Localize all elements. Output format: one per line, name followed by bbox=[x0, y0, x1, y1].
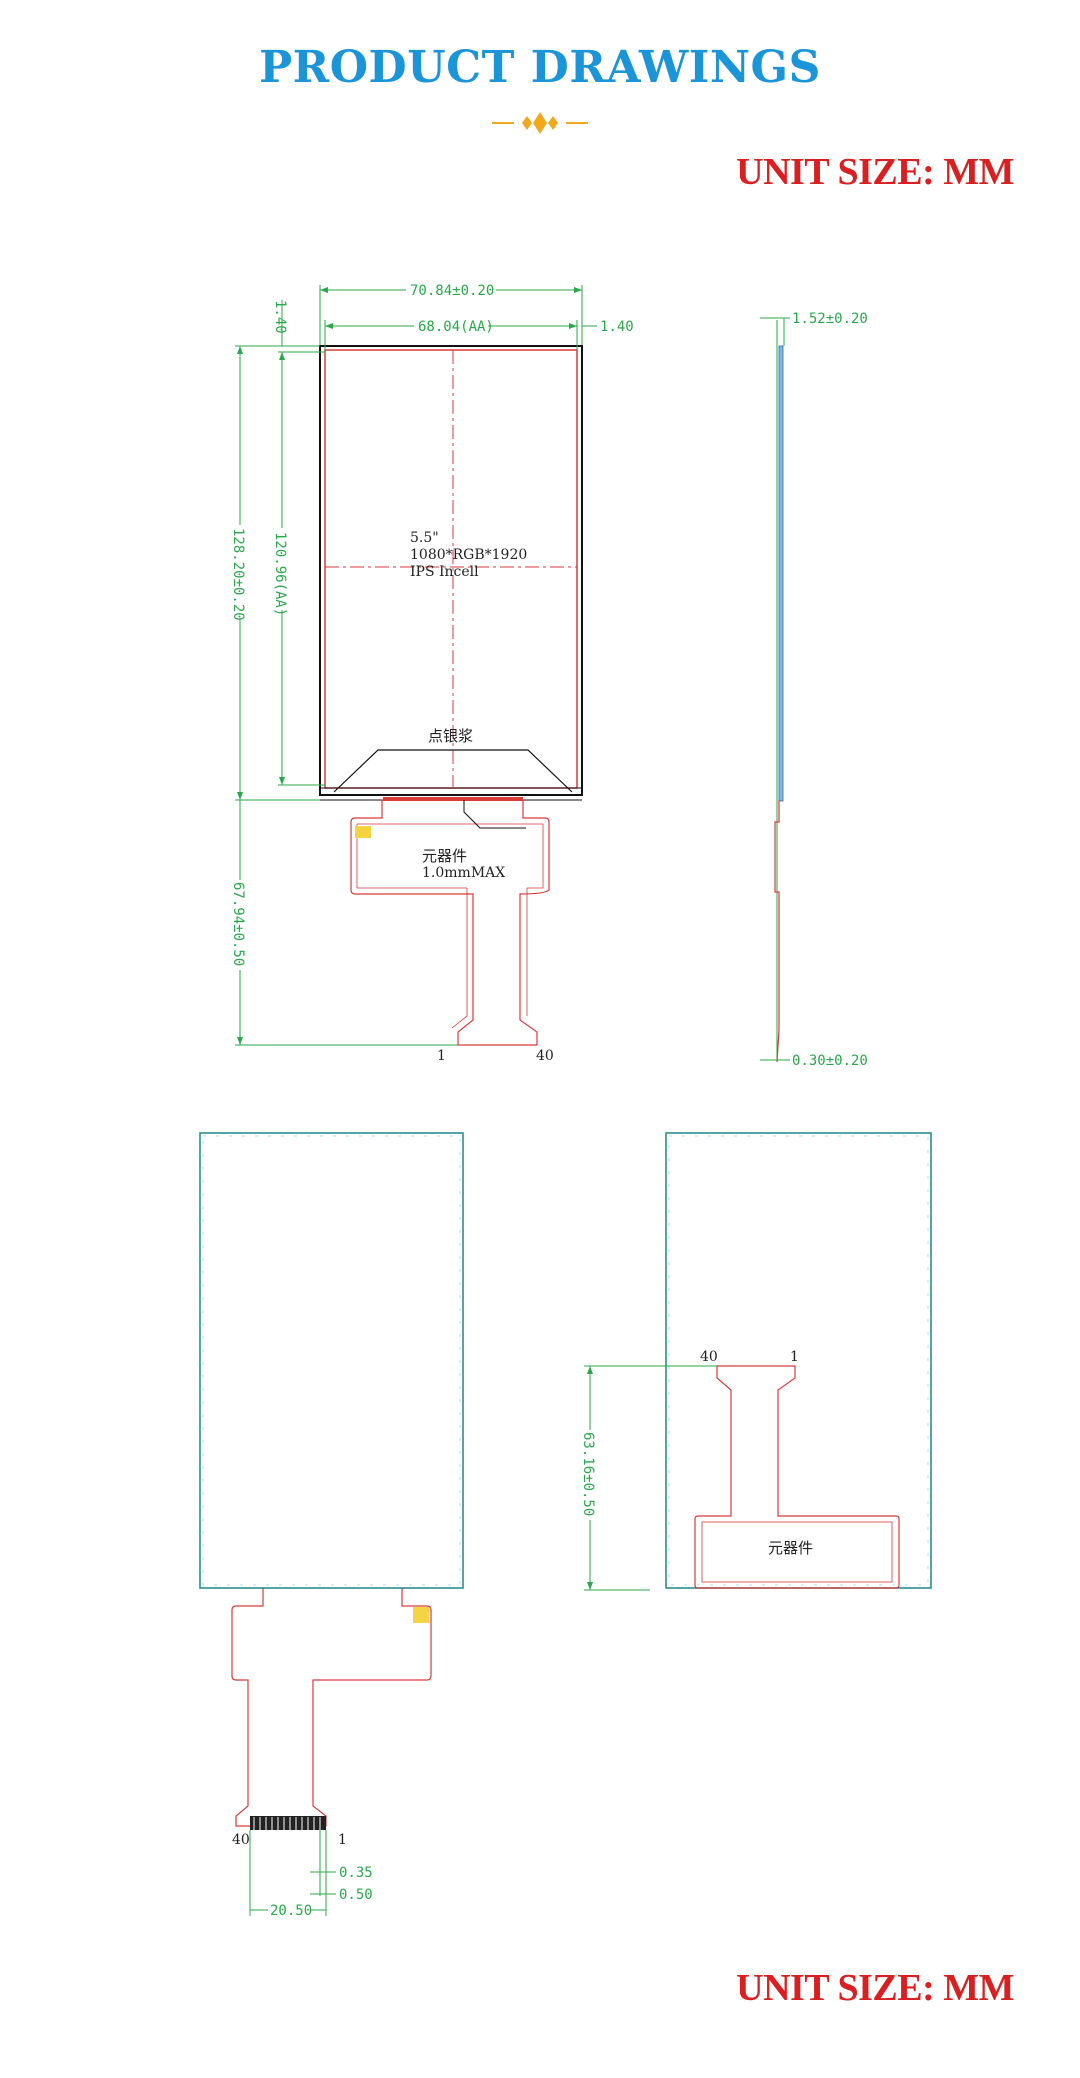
silver-paste-label: 点银浆 bbox=[428, 727, 473, 745]
dim-pin-pitch: 0.35 bbox=[339, 1865, 373, 1881]
dim-height-aa: 120.96(AA) bbox=[272, 532, 288, 616]
dim-fpc-length: 67.94±0.50 bbox=[230, 882, 246, 966]
back-panel-left-outline bbox=[199, 1132, 464, 1589]
pin-first-label: 1 bbox=[437, 1048, 446, 1064]
component-max-height: 1.0mmMAX bbox=[422, 865, 505, 881]
panel-outline bbox=[319, 345, 583, 796]
dim-top-margin: 1.40 bbox=[272, 300, 288, 334]
spec-resolution: 1080*RGB*1920 bbox=[410, 547, 527, 563]
dim-pin-width: 0.50 bbox=[339, 1887, 373, 1903]
unit-size-label-bottom: UNIT SIZE: MM bbox=[736, 1967, 1014, 2009]
back-right-component-label: 元器件 bbox=[768, 1539, 813, 1557]
unit-size-label-top: UNIT SIZE: MM bbox=[736, 151, 1014, 193]
dim-width-total: 70.84±0.20 bbox=[410, 283, 494, 299]
side-fpc-outline bbox=[774, 800, 780, 1063]
dim-thickness: 1.52±0.20 bbox=[792, 311, 868, 327]
back-left-pin-40-label: 40 bbox=[232, 1832, 250, 1848]
back-left-pin-1-label: 1 bbox=[338, 1832, 347, 1848]
back-view-left: 40 1 20.50 0.35 0.50 bbox=[199, 1132, 464, 1919]
side-panel-outline bbox=[778, 345, 784, 802]
pin-last-label: 40 bbox=[536, 1048, 554, 1064]
spec-type: IPS Incell bbox=[410, 564, 479, 580]
dim-fpc-thickness: 0.30±0.20 bbox=[792, 1053, 868, 1069]
dim-width-aa: 68.04(AA) bbox=[418, 319, 494, 335]
dim-height-total: 128.20±0.20 bbox=[230, 528, 246, 621]
dim-right-margin: 1.40 bbox=[600, 319, 634, 335]
back-left-fpc-outline bbox=[231, 1588, 432, 1827]
side-view: 1.52±0.20 0.30±0.20 bbox=[760, 311, 868, 1069]
bonding-strip bbox=[383, 797, 523, 801]
title-ornament-icon bbox=[492, 112, 588, 134]
component-label: 元器件 bbox=[422, 847, 467, 865]
silver-paste-outline bbox=[333, 749, 573, 793]
back-right-pin-1-label: 1 bbox=[790, 1349, 799, 1365]
dim-back-fpc-length: 63.16±0.50 bbox=[580, 1432, 596, 1516]
front-view: 点银浆 5.5" 1080*RGB*1920 IPS Incell 元器件 1.… bbox=[230, 283, 634, 1064]
spec-size: 5.5" bbox=[410, 530, 439, 546]
fpc-outline bbox=[350, 799, 550, 1046]
back-right-fpc-outline bbox=[694, 1365, 900, 1589]
page-title: PRODUCT DRAWINGS bbox=[259, 42, 821, 93]
back-view-right: 元器件 40 1 63.16±0.50 bbox=[580, 1132, 932, 1591]
back-left-component-pad bbox=[413, 1607, 429, 1623]
component-pad bbox=[355, 826, 371, 838]
back-right-pin-40-label: 40 bbox=[700, 1349, 718, 1365]
dim-connector-width: 20.50 bbox=[270, 1903, 312, 1919]
connector-pins bbox=[250, 1816, 326, 1830]
